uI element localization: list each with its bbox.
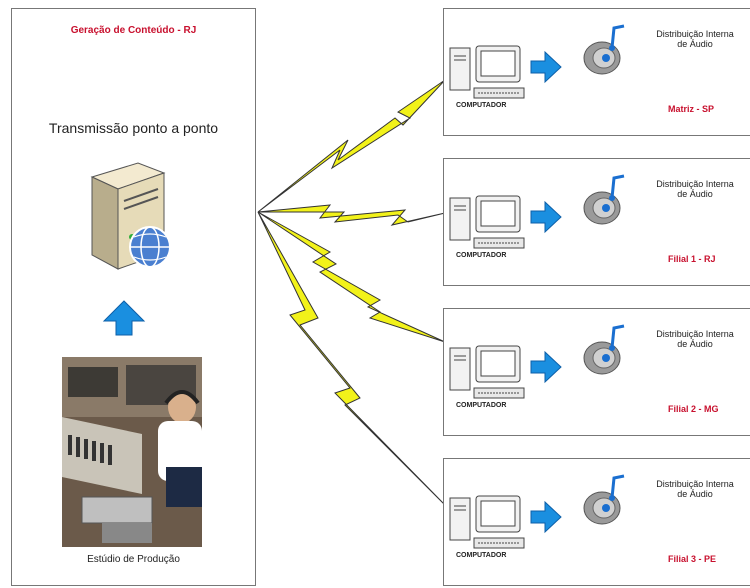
distribution-label-line1: Distribuição Interna	[656, 479, 734, 489]
studio-caption: Estúdio de Produção	[87, 554, 180, 565]
distribution-label-line2: de Áudio	[677, 39, 713, 49]
computer-label: COMPUTADOR	[456, 552, 507, 559]
distribution-label-line2: de Áudio	[677, 339, 713, 349]
site-name: Filial 1 - RJ	[668, 254, 716, 264]
computer-label: COMPUTADOR	[456, 102, 507, 109]
computer-icon	[449, 45, 525, 99]
server-globe-icon	[90, 162, 171, 270]
speaker-icon	[583, 174, 625, 225]
speaker-icon	[583, 324, 625, 375]
speaker-icon	[583, 474, 625, 525]
right-arrow-icon	[530, 200, 562, 234]
computer-label: COMPUTADOR	[456, 252, 507, 259]
origin-subtitle: Transmissão ponto a ponto	[48, 120, 219, 136]
origin-title: Geração de Conteúdo - RJ	[70, 25, 197, 36]
right-arrow-icon	[530, 500, 562, 534]
distribution-label-line1: Distribuição Interna	[656, 179, 734, 189]
computer-label: COMPUTADOR	[456, 402, 507, 409]
distribution-label-line2: de Áudio	[677, 489, 713, 499]
site-name: Filial 3 - PE	[668, 554, 717, 564]
computer-icon	[449, 495, 525, 549]
radio-studio-photo	[62, 357, 202, 547]
distribution-label-line2: de Áudio	[677, 189, 713, 199]
distribution-label-line1: Distribuição Interna	[656, 329, 734, 339]
speaker-icon	[583, 24, 625, 75]
content-generation-panel: Geração de Conteúdo - RJ Transmissão pon…	[11, 8, 256, 586]
right-arrow-icon	[530, 50, 562, 84]
site-name: Filial 2 - MG	[668, 404, 719, 414]
up-arrow-icon	[102, 300, 146, 336]
computer-icon	[449, 195, 525, 249]
right-arrow-icon	[530, 350, 562, 384]
computer-icon	[449, 345, 525, 399]
site-name: Matriz - SP	[668, 104, 715, 114]
distribution-label-line1: Distribuição Interna	[656, 29, 734, 39]
